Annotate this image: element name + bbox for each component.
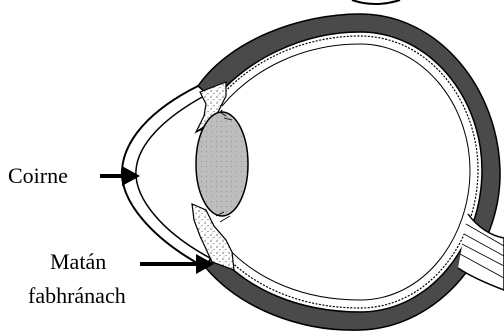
ciliary-arrow [140, 254, 214, 274]
ciliary-body-label-line2: fabhránach [28, 284, 126, 308]
top-edge-fragment [352, 0, 400, 4]
cornea-label: Coirne [8, 164, 68, 188]
retina-inner-line [222, 44, 470, 300]
ciliary-body-label-line1: Matán [50, 250, 106, 274]
lens [196, 112, 248, 216]
cornea-arrow [100, 166, 140, 186]
retina-layer [216, 36, 478, 308]
